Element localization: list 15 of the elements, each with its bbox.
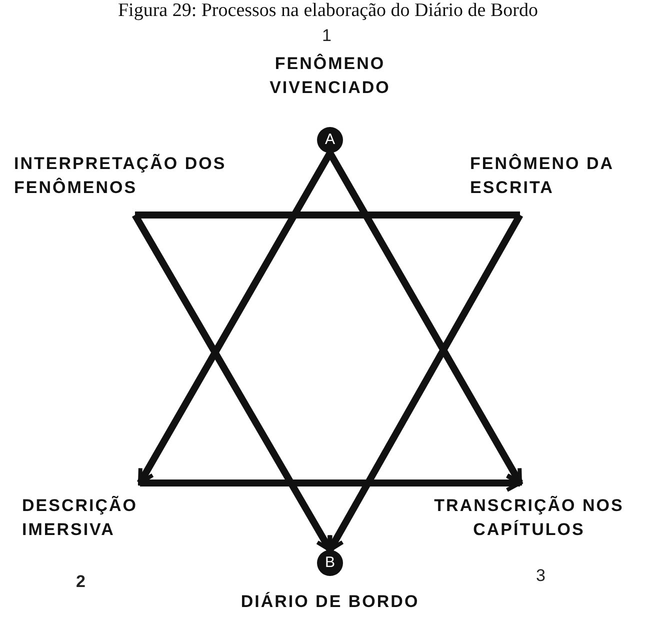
vertex-marker: A [317,127,343,153]
step-label: FENÔMENO DA ESCRITA [470,152,650,200]
arrow [326,213,524,552]
vertex-marker: B [317,550,343,576]
step-label: INTERPRETAÇÃO DOS FENÔMENOS [14,152,264,200]
step-number: 1 [322,26,332,46]
step-number: 3 [536,566,546,586]
step-label: DIÁRIO DE BORDO [200,590,460,614]
step-number: 2 [76,572,86,592]
step-label: TRANSCRIÇÃO NOS CAPÍTULOS [404,494,654,542]
figure-title: Figura 29: Processos na elaboração do Diário de Bordo [116,0,539,22]
step-label: FENÔMENO VIVENCIADO [240,52,420,100]
step-label: DESCRIÇÃO IMERSIVA [22,494,182,542]
arrow [132,213,334,552]
arrow [140,474,522,492]
